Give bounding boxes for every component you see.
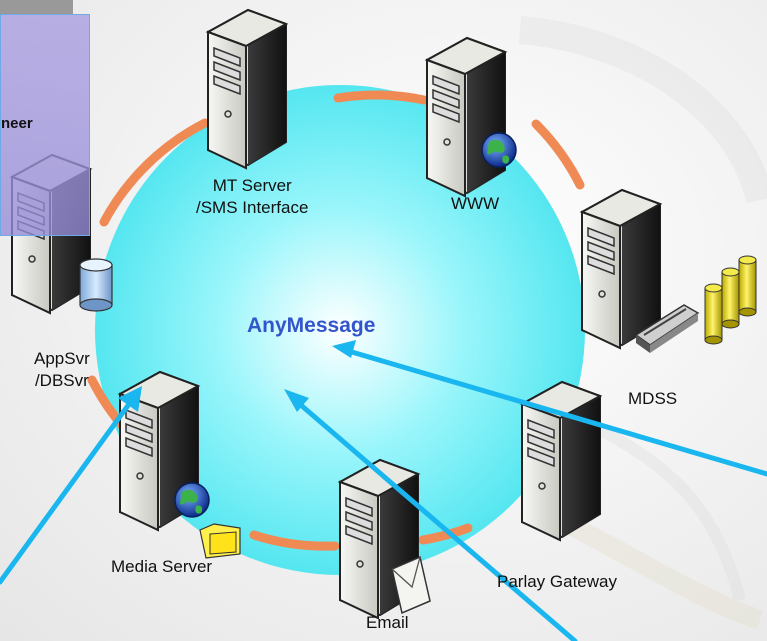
envelope-icon — [391, 555, 431, 615]
media-folder-icon — [199, 523, 241, 559]
email-label: Email — [366, 613, 409, 632]
mdss-server-icon — [581, 189, 661, 349]
overlay-arrows — [0, 340, 767, 641]
mt-server-label-line-1: MT Server — [212, 176, 292, 195]
center-label: AnyMessage — [247, 314, 376, 337]
www-label: WWW — [451, 194, 500, 213]
appsvr-label: AppSvr /DBSvr — [34, 348, 90, 392]
background-swirls — [518, 16, 767, 630]
storage-cylinders-icon — [704, 255, 757, 345]
appsvr-label-line-1: AppSvr — [34, 349, 90, 368]
mt-server-label: MT Server /SMS Interface — [196, 175, 308, 219]
mt-server-label-line-2: /SMS Interface — [196, 198, 309, 217]
mt-server-icon — [207, 9, 287, 169]
side-panel: neer — [0, 14, 90, 236]
side-panel-header-bar — [0, 0, 73, 14]
central-cloud — [95, 85, 585, 575]
media-server-label: Media Server — [111, 557, 213, 576]
www-server-icon — [426, 37, 517, 197]
mdss-label: MDSS — [628, 389, 678, 408]
appsvr-label-line-2: /DBSvr — [34, 371, 89, 390]
side-panel-text: neer — [1, 115, 33, 132]
database-icon — [79, 258, 113, 312]
network-device-icon — [634, 304, 700, 353]
parlay-gateway-label: Parlay Gateway — [497, 572, 617, 591]
